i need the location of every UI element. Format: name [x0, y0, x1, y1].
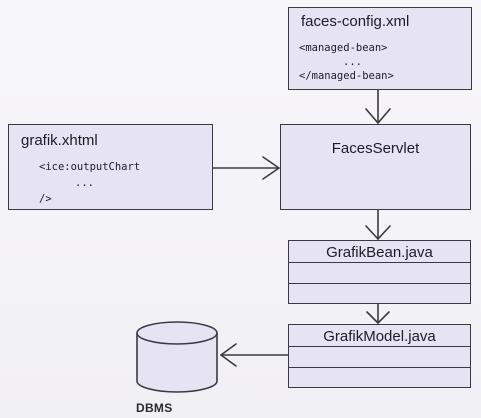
faces-config-line-1: <managed-bean>	[299, 42, 388, 54]
grafik-xhtml-line-2: ...	[75, 177, 94, 189]
arrow-grafik-to-servlet	[212, 156, 280, 180]
grafik-bean-class-box: GrafikBean.java	[288, 240, 471, 304]
grafik-model-title: GrafikModel.java	[323, 328, 436, 345]
faces-config-line-2: ...	[343, 56, 362, 68]
grafik-bean-methods-compartment	[289, 282, 470, 304]
grafik-xhtml-title: grafik.xhtml	[21, 132, 98, 149]
faces-config-title: faces-config.xml	[301, 13, 410, 30]
grafik-model-attributes-compartment	[289, 346, 470, 367]
grafik-bean-attributes-compartment	[289, 262, 470, 283]
faces-servlet-title: FacesServlet	[331, 140, 420, 157]
arrow-faces-config-to-servlet	[365, 89, 391, 124]
database-cylinder-icon	[136, 321, 218, 393]
grafik-xhtml-box: grafik.xhtml <ice:outputChart ... />	[8, 124, 213, 210]
grafik-xhtml-line-3: />	[39, 193, 52, 205]
faces-config-box: faces-config.xml <managed-bean> ... </ma…	[288, 7, 472, 90]
faces-servlet-box: FacesServlet	[280, 124, 471, 210]
grafik-bean-title: GrafikBean.java	[326, 244, 433, 261]
grafik-model-methods-compartment	[289, 366, 470, 388]
arrow-bean-to-model	[366, 303, 390, 324]
arrow-model-to-dbms	[220, 343, 289, 367]
arrow-servlet-to-bean	[365, 209, 391, 240]
grafik-model-class-box: GrafikModel.java	[288, 324, 471, 388]
faces-config-line-3: </managed-bean>	[299, 70, 394, 82]
dbms-label: DBMS	[136, 401, 173, 415]
grafik-xhtml-line-1: <ice:outputChart	[39, 161, 141, 173]
